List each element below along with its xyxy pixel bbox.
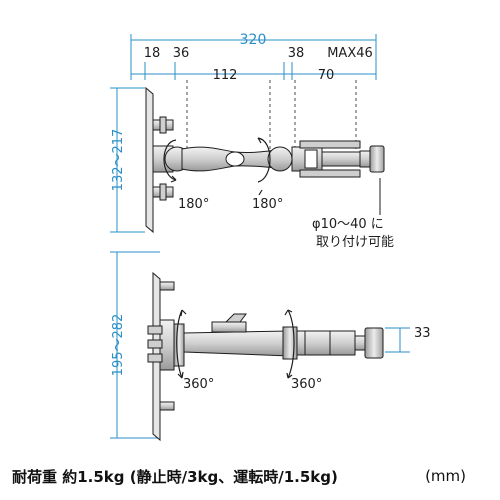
mount-arm-diagram: 320 18 36 112 38 MAX46 70 132～217 195～28… bbox=[110, 32, 431, 442]
clamp-note-line2: 取り付け可能 bbox=[316, 235, 394, 250]
bottom-view-arm bbox=[147, 271, 384, 442]
dim-18: 18 bbox=[144, 46, 161, 61]
dimension-lines bbox=[110, 34, 410, 439]
unit-label: (mm) bbox=[425, 467, 466, 485]
load-capacity-text: 耐荷重 約1.5kg (静止時/3kg、運転時/1.5kg) bbox=[12, 467, 338, 486]
dim-38: 38 bbox=[288, 46, 305, 61]
rotation-arrows-top bbox=[163, 137, 271, 196]
clamp-note-line1: φ10～40 に bbox=[312, 217, 384, 232]
dim-112: 112 bbox=[213, 68, 238, 83]
dim-70: 70 bbox=[318, 68, 335, 83]
dim-height-top: 132～217 bbox=[111, 129, 126, 192]
rotation-arrows-bottom bbox=[176, 309, 295, 379]
dim-36: 36 bbox=[173, 46, 190, 61]
angle-label-4: 360° bbox=[291, 377, 322, 392]
angle-label-2: 180° bbox=[252, 197, 283, 212]
dim-33: 33 bbox=[414, 326, 431, 341]
angle-label-3: 360° bbox=[183, 377, 214, 392]
dim-height-bottom: 195～282 bbox=[111, 314, 126, 377]
wall-plate-top bbox=[145, 86, 154, 234]
dim-total-width: 320 bbox=[240, 32, 267, 48]
angle-label-1: 180° bbox=[178, 197, 209, 212]
dim-max46: MAX46 bbox=[327, 46, 373, 61]
top-view-arm bbox=[145, 86, 385, 234]
footer: 耐荷重 約1.5kg (静止時/3kg、運転時/1.5kg) (mm) bbox=[12, 463, 490, 489]
